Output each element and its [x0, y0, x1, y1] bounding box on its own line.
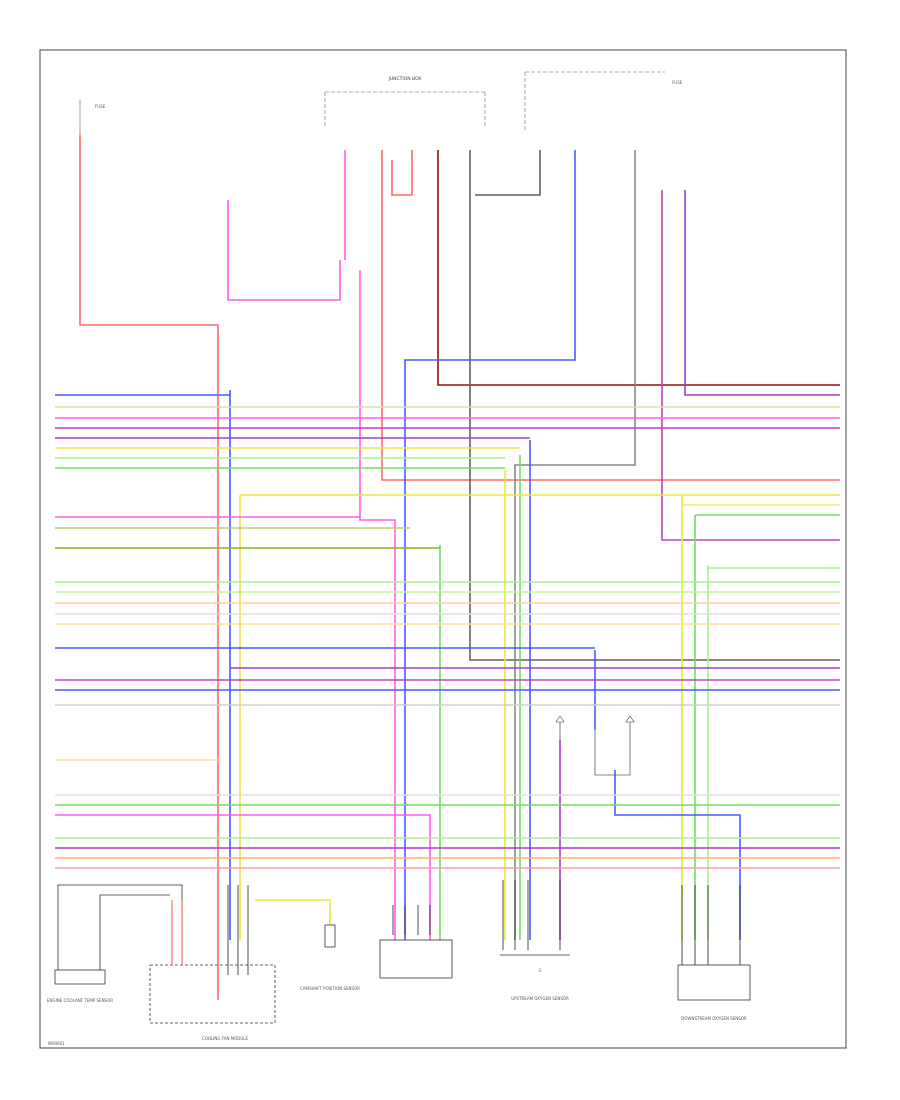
wire-gray-c — [514, 150, 636, 940]
wire-magenta-a — [661, 190, 840, 541]
coolant-temp-sensor-label: ENGINE COOLANT TEMP SENSOR — [47, 998, 113, 1003]
wire-light-left — [255, 899, 331, 925]
downstream-oxygen-sensor: DOWNSTREAM OXYGEN SENSOR — [677, 964, 751, 1021]
downstream-oxygen-sensor-label: DOWNSTREAM OXYGEN SENSOR — [681, 1016, 747, 1021]
wire-gray-b — [475, 150, 541, 196]
ground-junction — [555, 715, 635, 776]
cooling-fan-module-label: COOLING FAN MODULE — [202, 1036, 249, 1041]
upstream-o2-sensor-box — [379, 939, 453, 979]
wire-pink-b — [359, 270, 396, 940]
wire-pink-left — [227, 200, 341, 301]
camshaft-sensor: CAMSHAFT POSITION SENSOR — [300, 924, 360, 991]
fuse-top-left-label: FUSE — [95, 104, 106, 109]
junction-box-right: FUSE — [524, 71, 683, 130]
wire-blue-a — [404, 150, 576, 940]
junction-box-top: JUNCTION BOX — [324, 76, 486, 128]
upstream-oxygen-sensor-label: UPSTREAM OXYGEN SENSOR — [511, 996, 569, 1001]
camshaft-sensor-label: CAMSHAFT POSITION SENSOR — [300, 986, 360, 991]
wire-group-horizontal — [55, 394, 840, 869]
wire-gray-a — [469, 150, 840, 661]
wire-red-b — [391, 150, 413, 196]
fuse-top-right-label: FUSE — [672, 80, 683, 85]
diagram-border — [39, 49, 847, 1049]
g-label: G — [538, 968, 541, 973]
fuse-top-left: FUSE — [79, 100, 106, 135]
wire-violet-a — [684, 190, 840, 396]
wire-red-left — [79, 135, 219, 1000]
wire-pink-mid — [425, 814, 431, 940]
upstream-oxygen-sensor: G UPSTREAM OXYGEN SENSOR — [500, 954, 570, 1001]
connector-pins — [227, 880, 741, 975]
junction-box-label: JUNCTION BOX — [388, 76, 422, 82]
cooling-fan-module: COOLING FAN MODULE — [149, 900, 276, 1041]
coolant-temp-sensor: ENGINE COOLANT TEMP SENSOR — [47, 884, 183, 1003]
wire-red-a — [381, 150, 840, 481]
wire-darkred — [437, 150, 840, 386]
wire-blue-right — [614, 770, 741, 940]
page-code: W00001 — [48, 1041, 65, 1046]
